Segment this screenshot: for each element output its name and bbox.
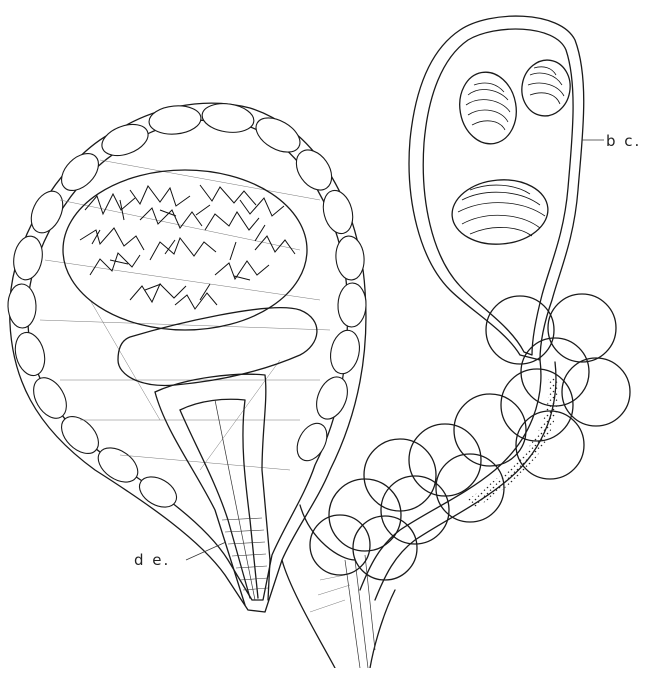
left-organ	[7, 101, 367, 612]
oocyte-nucleus	[63, 170, 307, 330]
label-bc-text: b c.	[606, 132, 641, 150]
stalk	[282, 505, 395, 668]
stippled-tube	[360, 360, 559, 600]
yolk-body	[118, 308, 317, 386]
label-de-text: d e.	[134, 551, 170, 569]
inner-chambers	[449, 56, 574, 248]
follicle-cells	[7, 101, 367, 514]
label-de: d e.	[134, 542, 226, 569]
lobed-sheath	[310, 294, 630, 580]
label-bc: b c.	[582, 132, 641, 150]
